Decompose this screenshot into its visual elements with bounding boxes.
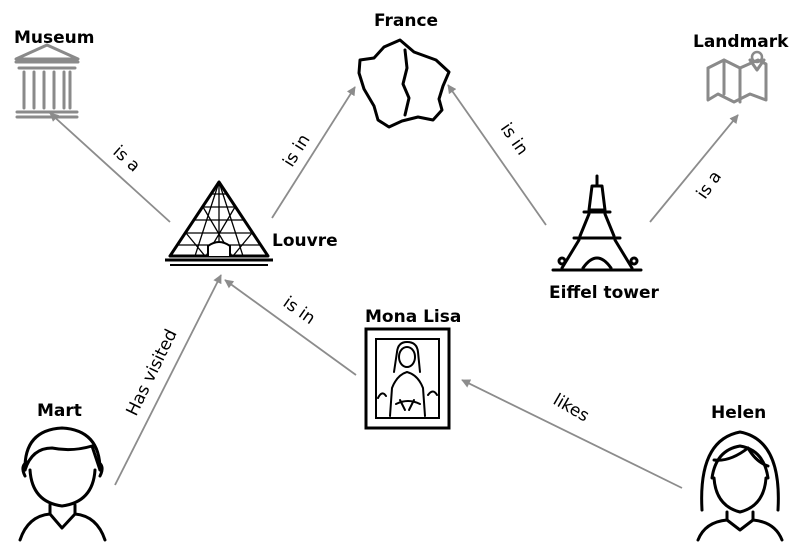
painting-icon (364, 327, 451, 430)
museum-icon (14, 43, 80, 119)
node-label-mart: Mart (37, 401, 82, 421)
edge-louvre-france (271, 86, 356, 219)
node-label-mona-lisa: Mona Lisa (365, 307, 461, 327)
node-label-louvre: Louvre (272, 231, 338, 251)
edge-eiffel-france (447, 84, 547, 226)
edge-mart-louvre (114, 274, 222, 486)
pyramid-icon (165, 180, 273, 266)
edge-label-eiffel-france: is in (496, 119, 532, 159)
edge-helen-mona (461, 379, 683, 489)
edge-label-louvre-france: is in (279, 131, 314, 171)
node-label-eiffel: Eiffel tower (549, 283, 660, 303)
map-pin-icon (706, 50, 768, 104)
edge-louvre-museum (49, 112, 171, 223)
node-label-landmark: Landmark (693, 32, 789, 52)
person-female-icon (696, 430, 784, 542)
person-male-icon (18, 426, 107, 542)
node-label-museum: Museum (14, 28, 94, 48)
edge-eiffel-landmark (649, 114, 739, 223)
edge-label-helen-mona: likes (550, 390, 593, 426)
node-label-france: France (374, 11, 438, 31)
eiffel-tower-icon (551, 174, 643, 272)
node-label-helen: Helen (711, 403, 766, 423)
edge-label-eiffel-landmark: is a (693, 167, 726, 203)
france-map-icon (357, 38, 451, 129)
edge-label-mart-louvre: Has visited (123, 326, 182, 419)
edge-mona-louvre (224, 279, 357, 376)
